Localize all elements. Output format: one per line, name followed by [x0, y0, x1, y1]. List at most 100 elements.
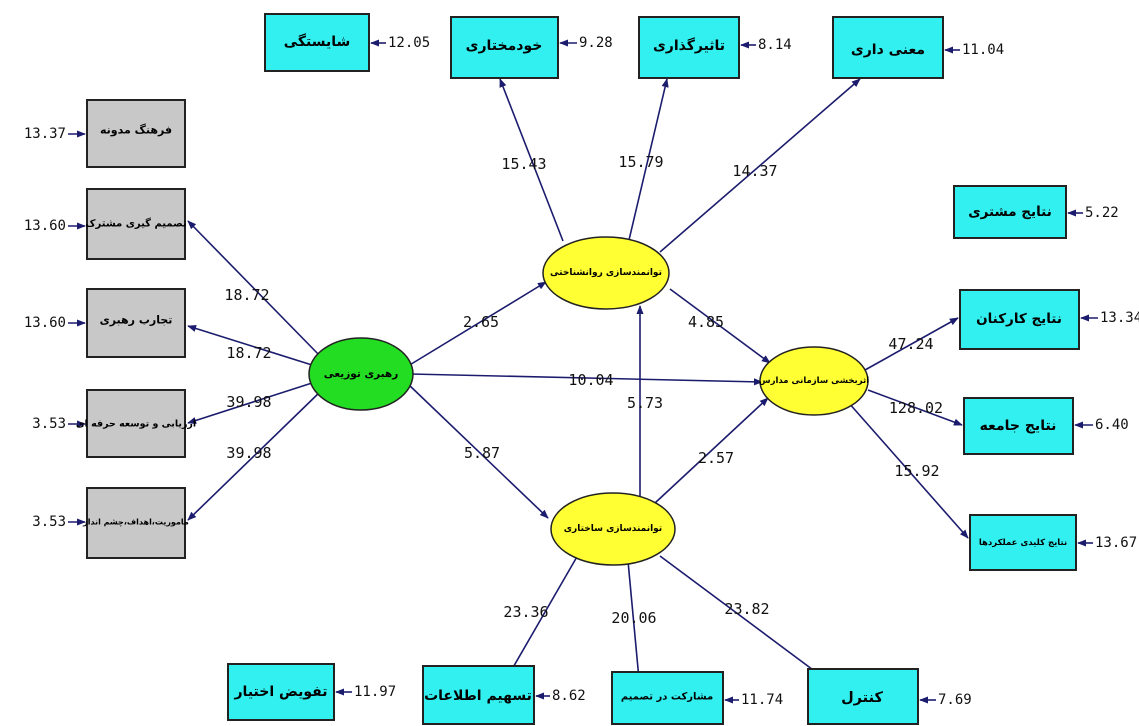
path-eff-to-staff	[864, 317, 959, 371]
indicator-label-control: کنترل	[841, 690, 883, 706]
error-value-key: 13.67	[1095, 535, 1137, 551]
structural-paths	[187, 78, 969, 691]
indicator-box-participation	[611, 671, 724, 725]
construct-structural-empowerment	[550, 492, 676, 566]
indicator-label-info: تسهیم اطلاعات	[424, 688, 532, 704]
error-value-customer: 5.22	[1085, 205, 1119, 221]
error-value-codified-culture: 13.37	[24, 126, 66, 142]
indicator-label-mission: ماموریت،اهداف،چشم انداز	[82, 518, 189, 527]
construct-label-distributed-leadership: رهبری توزیعی	[324, 368, 398, 380]
coef-dl-eff: 10.04	[568, 371, 613, 389]
indicator-box-key	[969, 514, 1077, 571]
path-eff-to-society	[867, 389, 963, 426]
path-dl-to-shared-decision	[187, 220, 323, 359]
coef-dl-psych: 2.65	[463, 313, 499, 331]
indicator-label-society: نتایج جامعه	[980, 418, 1057, 434]
error-value-participation: 11.74	[741, 692, 783, 708]
path-coefficients: 15.43 15.79 14.37 18.72 18.72 39.98 39.9…	[224, 153, 943, 627]
indicator-box-mission	[86, 487, 186, 559]
coef-struct-psych: 5.73	[627, 394, 663, 412]
indicator-label-competence: شایستگی	[284, 33, 351, 50]
indicator-label-key: نتایج کلیدی عملکردها	[979, 538, 1067, 548]
coef-dl-shared-decision: 18.72	[224, 286, 269, 304]
indicator-box-staff	[959, 289, 1080, 350]
coef-struct-participation: 20.06	[611, 609, 656, 627]
error-value-impact: 8.14	[758, 37, 792, 53]
coef-dl-prof-dev: 39.98	[226, 393, 271, 411]
error-value-info: 8.62	[552, 688, 586, 704]
coef-eff-staff: 47.24	[888, 335, 933, 353]
indicator-label-customer: نتایج مشتری	[968, 204, 1052, 220]
indicator-box-control	[807, 668, 919, 725]
path-psych-to-meaningfulness	[659, 78, 861, 253]
indicator-label-meaningfulness: معنی داری	[851, 42, 925, 58]
indicator-box-society	[963, 397, 1074, 455]
path-struct-to-participation	[627, 560, 643, 691]
indicator-label-delegation: تفویض اختیار	[234, 684, 328, 700]
error-value-mission: 3.53	[32, 514, 66, 530]
error-value-staff: 13.34	[1100, 310, 1139, 326]
coef-psych-eff: 4.85	[688, 313, 724, 331]
indicator-box-shared-decision	[86, 188, 186, 260]
indicator-box-info	[422, 665, 535, 725]
indicator-label-experience: تجارب رهبری	[100, 314, 173, 327]
indicator-box-customer	[953, 185, 1067, 239]
indicator-box-autonomy	[450, 16, 559, 79]
path-psych-to-impact	[628, 78, 669, 241]
indicator-label-prof-dev: ارزیابی و توسعه حرفه ای	[76, 419, 196, 430]
indicator-box-competence	[264, 13, 370, 72]
error-value-shared-decision: 13.60	[24, 218, 66, 234]
coef-eff-society: 128.02	[889, 399, 943, 417]
error-value-delegation: 11.97	[354, 684, 396, 700]
error-value-society: 6.40	[1095, 417, 1129, 433]
indicator-box-meaningfulness	[832, 16, 944, 79]
error-value-autonomy: 9.28	[579, 35, 613, 51]
coef-dl-experience: 18.72	[226, 344, 271, 362]
coef-struct-info: 23.36	[503, 603, 548, 621]
indicator-label-autonomy: خودمختاری	[466, 38, 543, 54]
indicator-box-prof-dev	[86, 389, 186, 458]
indicator-label-participation: مشارکت در تصمیم	[621, 692, 713, 703]
error-arrows	[68, 39, 1098, 704]
indicator-label-staff: نتایج کارکنان	[976, 311, 1062, 327]
construct-psych-empowerment	[542, 236, 670, 310]
error-values: 12.05 9.28 8.14 11.04 13.37 13.60 13.60 …	[24, 35, 1139, 708]
coef-struct-eff: 2.57	[698, 449, 734, 467]
indicator-boxes: شایستگی خودمختاری تاثیرگذاری معنی داری ف…	[76, 13, 1080, 725]
error-value-experience: 13.60	[24, 315, 66, 331]
construct-org-effectiveness	[759, 346, 869, 416]
path-dl-to-prof-dev	[187, 382, 313, 424]
coef-dl-struct: 5.87	[464, 444, 500, 462]
path-eff-to-key	[847, 401, 969, 539]
indicator-box-delegation	[227, 663, 335, 721]
coef-psych-impact: 15.79	[618, 153, 663, 171]
path-dl-to-struct	[407, 383, 549, 519]
indicator-label-shared-decision: تصمیم گیری مشترک	[85, 217, 187, 230]
error-value-meaningfulness: 11.04	[962, 42, 1004, 58]
path-struct-to-control	[659, 555, 841, 691]
indicator-label-codified-culture: فرهنگ مدونه	[100, 123, 172, 137]
path-psych-to-eff	[669, 288, 771, 364]
error-value-control: 7.69	[938, 692, 972, 708]
construct-label-org-effectiveness: اثربخشی سازمانی مدارس	[759, 376, 869, 386]
indicator-label-impact: تاثیرگذاری	[653, 37, 725, 54]
path-dl-to-eff	[409, 373, 763, 386]
indicator-box-experience	[86, 288, 186, 358]
path-psych-to-autonomy	[499, 78, 564, 242]
path-struct-to-eff	[654, 397, 769, 504]
latent-constructs: رهبری توزیعی توانمندسازی روانشناختی توان…	[308, 236, 869, 566]
coef-psych-autonomy: 15.43	[501, 155, 546, 173]
coef-psych-meaning: 14.37	[732, 162, 777, 180]
coef-struct-control: 23.82	[724, 600, 769, 618]
coef-dl-mission: 39.98	[226, 444, 271, 462]
indicator-box-codified-culture	[86, 99, 186, 168]
path-dl-to-psych	[407, 281, 547, 367]
coef-eff-key: 15.92	[894, 462, 939, 480]
indicator-box-impact	[638, 16, 740, 79]
construct-label-structural-empowerment: توانمندسازی ساختاری	[564, 524, 662, 534]
construct-distributed-leadership	[308, 337, 414, 411]
path-dl-to-mission	[187, 389, 323, 521]
error-value-competence: 12.05	[388, 35, 430, 51]
error-value-prof-dev: 3.53	[32, 416, 66, 432]
